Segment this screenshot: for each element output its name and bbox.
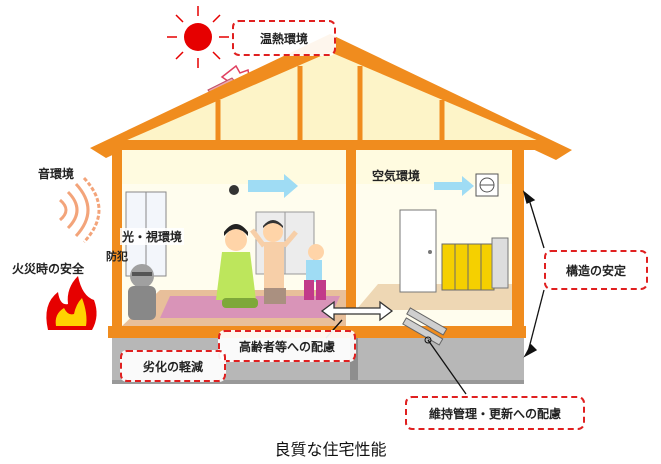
- ventilation-fan-icon: [475, 173, 499, 197]
- cabinet: [441, 237, 509, 291]
- family-figures: [216, 220, 326, 308]
- maintenance-label: 維持管理・更新への配慮: [405, 396, 585, 430]
- crime-prevention-label: 防犯: [106, 250, 128, 263]
- pipe-icon: [402, 307, 448, 346]
- diagram-caption: 良質な住宅性能: [274, 440, 387, 459]
- air-label: 空気環境: [372, 169, 421, 183]
- light-arrow-icon: [229, 174, 298, 198]
- fire-icon: [46, 276, 97, 330]
- deterioration-label: 劣化の軽減: [120, 350, 226, 382]
- burglar-figure: [128, 264, 156, 320]
- fire-safety-label: 火災時の安全: [12, 262, 85, 276]
- air-arrow-icon: [434, 176, 474, 196]
- light-vision-label: 光・視環境: [120, 228, 185, 245]
- roof: [90, 34, 572, 160]
- structure-arrows: [522, 190, 545, 358]
- maintenance-pointer: [427, 339, 467, 395]
- sound-label: 音環境: [38, 167, 75, 181]
- sun-icon: [167, 6, 229, 68]
- elderly-label: 高齢者等への配慮: [218, 330, 356, 362]
- sound-wave-icon: [58, 176, 101, 244]
- barrier-free-arrow-icon: [320, 300, 394, 322]
- thermal-label: 温熱環境: [232, 20, 336, 56]
- structure-label: 構造の安定: [544, 250, 648, 290]
